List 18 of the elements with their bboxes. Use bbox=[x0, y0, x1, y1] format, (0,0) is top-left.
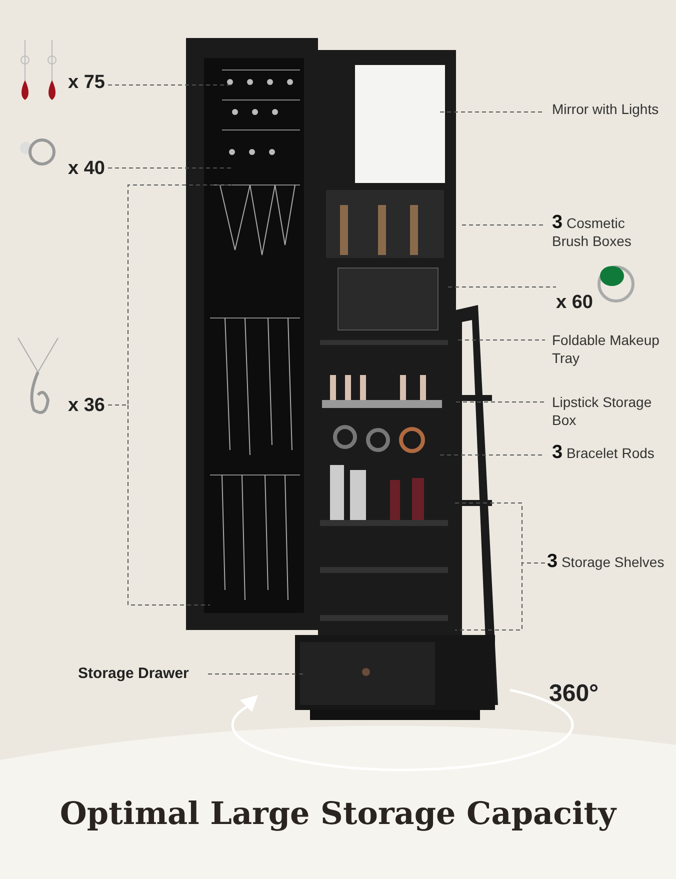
leader-line bbox=[108, 84, 232, 86]
quantity-label: x 36 bbox=[68, 395, 105, 417]
feature-label: 3 Cosmetic Brush Boxes bbox=[552, 214, 662, 250]
quantity-label: x 40 bbox=[68, 158, 105, 180]
feature-label: Storage Drawer bbox=[78, 665, 189, 683]
quantity-label: x 60 bbox=[556, 292, 593, 314]
rotation-label: 360° bbox=[549, 680, 599, 708]
leader-line bbox=[462, 224, 546, 226]
feature-label: 3 Storage Shelves bbox=[547, 553, 664, 571]
leader-line bbox=[108, 184, 232, 606]
feature-label: 3 Bracelet Rods bbox=[552, 444, 654, 462]
leader-line bbox=[448, 286, 556, 288]
feature-label: Mirror with Lights bbox=[552, 100, 659, 118]
feature-label: Lipstick Storage Box bbox=[552, 393, 662, 429]
leader-line bbox=[454, 502, 546, 630]
feature-label: Foldable Makeup Tray bbox=[552, 331, 662, 367]
quantity-label: x 75 bbox=[68, 72, 105, 94]
title: Optimal Large Storage Capacity bbox=[58, 796, 618, 832]
